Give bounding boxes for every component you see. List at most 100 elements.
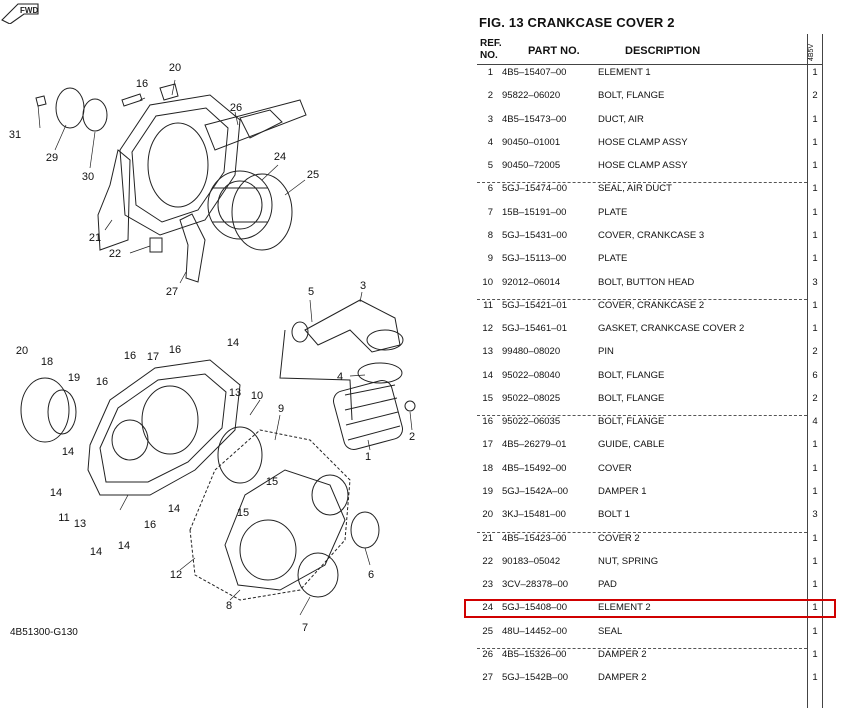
part-no-cell: 4B5–26279–01 bbox=[502, 439, 567, 451]
callout-14e: 14 bbox=[117, 540, 131, 552]
group-divider bbox=[477, 182, 807, 184]
part-no-cell: 95022–08040 bbox=[502, 369, 561, 381]
description-cell: SEAL bbox=[598, 625, 623, 637]
description-cell: DUCT, AIR bbox=[598, 113, 644, 125]
callout-31: 31 bbox=[8, 129, 22, 141]
group-divider bbox=[477, 648, 807, 649]
ref-cell: 25 bbox=[482, 625, 493, 637]
part-no-cell: 90183–05042 bbox=[502, 555, 561, 567]
callout-7: 7 bbox=[301, 622, 309, 634]
qty-cell: 1 bbox=[812, 160, 818, 172]
description-cell: BOLT, FLANGE bbox=[598, 90, 665, 102]
crankcase-cover-3 bbox=[189, 426, 380, 601]
qty-cell: 1 bbox=[812, 253, 818, 265]
description-cell: DAMPER 1 bbox=[598, 486, 647, 498]
diagram-drawing bbox=[20, 79, 416, 616]
description-cell: DAMPER 2 bbox=[598, 649, 647, 660]
part-no-cell: 90450–01001 bbox=[502, 136, 561, 148]
callout-11: 11 bbox=[58, 512, 70, 524]
exploded-parts-diagram: 20 16 26 31 29 24 30 25 21 22 27 5 3 14 … bbox=[1, 3, 416, 638]
callout-5: 5 bbox=[307, 286, 315, 298]
highlight-selection bbox=[464, 599, 836, 618]
description-header: DESCRIPTION bbox=[625, 45, 701, 57]
ref-cell: 13 bbox=[482, 346, 493, 358]
description-cell: PAD bbox=[598, 579, 617, 591]
callout-10: 10 bbox=[250, 390, 264, 402]
ref-cell: 1 bbox=[487, 67, 493, 78]
qty-cell: 1 bbox=[812, 299, 818, 311]
part-no-cell: 5GJ–15474–00 bbox=[502, 183, 567, 195]
callout-15b: 15 bbox=[236, 507, 250, 519]
callout-3: 3 bbox=[359, 280, 367, 292]
part-no-cell: 5GJ–15431–00 bbox=[502, 229, 567, 241]
qty-cell: 1 bbox=[812, 532, 818, 544]
ref-cell: 3 bbox=[487, 113, 493, 125]
callout-25: 25 bbox=[306, 169, 320, 181]
ref-cell: 22 bbox=[482, 555, 493, 567]
ref-cell: 14 bbox=[482, 369, 493, 381]
description-cell: GUIDE, CABLE bbox=[598, 439, 665, 451]
parts-list-panel: FIG. 13 CRANKCASE COVER 2 REF. NO. PART … bbox=[464, 0, 843, 716]
qty-cell: 1 bbox=[812, 462, 818, 474]
description-cell: GASKET, CRANKCASE COVER 2 bbox=[598, 323, 745, 335]
part-no-cell: 4B5–15473–00 bbox=[502, 113, 567, 125]
callout-20: 20 bbox=[15, 345, 29, 357]
table-row[interactable]: 2 95822–06020 BOLT, FLANGE 2 bbox=[470, 90, 843, 113]
air-duct-assembly bbox=[279, 299, 416, 450]
qty-cell: 1 bbox=[812, 649, 818, 660]
callout-18: 18 bbox=[40, 356, 54, 368]
description-cell: BOLT, BUTTON HEAD bbox=[598, 276, 695, 288]
crankcase-cover-2 bbox=[20, 359, 241, 496]
ref-cell: 15 bbox=[482, 392, 493, 404]
ref-cell: 18 bbox=[482, 462, 493, 474]
callout-28: 20 bbox=[168, 62, 182, 74]
part-no-cell: 3CV–28378–00 bbox=[502, 579, 569, 591]
part-no-cell: 3KJ–15481–00 bbox=[502, 509, 566, 521]
part-no-cell: 4B5–15407–00 bbox=[502, 67, 567, 78]
part-no-cell: 5GJ–1542B–00 bbox=[502, 672, 569, 684]
callout-4: 4 bbox=[336, 371, 344, 383]
ref-cell: 2 bbox=[487, 90, 493, 102]
qty-cell: 2 bbox=[812, 90, 818, 102]
qty-cell: 1 bbox=[812, 323, 818, 335]
part-no-cell: 99480–08020 bbox=[502, 346, 561, 358]
callout-14c: 14 bbox=[49, 487, 63, 499]
part-no-cell: 95822–06020 bbox=[502, 90, 561, 102]
ref-cell: 24 bbox=[482, 602, 493, 614]
part-no-cell: 48U–14452–00 bbox=[502, 625, 567, 637]
model-code-header: 4B5V bbox=[808, 43, 815, 61]
qty-column-divider bbox=[807, 34, 808, 708]
part-no-cell: 4B5–15423–00 bbox=[502, 532, 567, 544]
part-no-cell: 4B5–15492–00 bbox=[502, 462, 567, 474]
callout-21: 21 bbox=[88, 232, 102, 244]
part-no-cell: 5GJ–15408–00 bbox=[502, 602, 567, 614]
description-cell: COVER 2 bbox=[598, 532, 640, 544]
callout-26: 26 bbox=[229, 102, 243, 114]
